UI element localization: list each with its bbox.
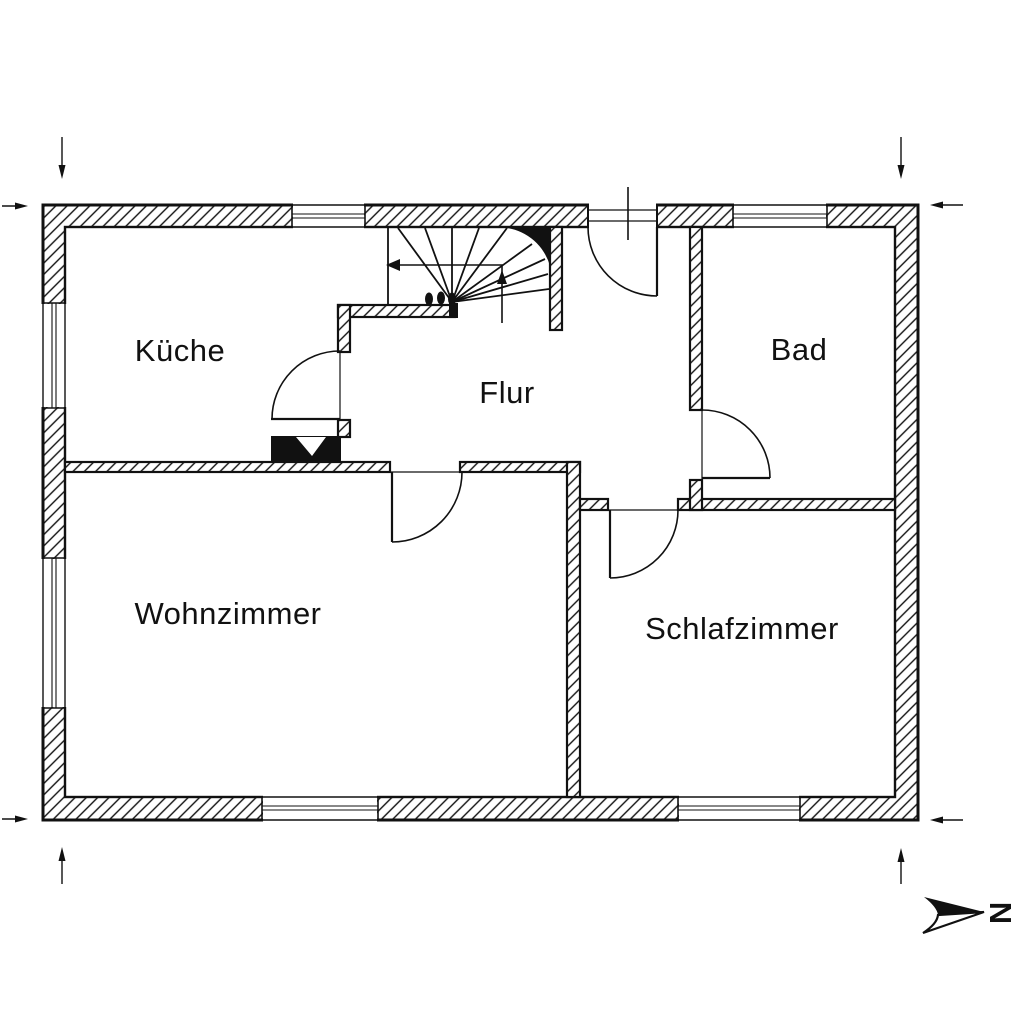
interior-walls (63, 225, 897, 799)
section-arrow-top-left-down (58, 137, 66, 179)
window-kueche-west (41, 302, 67, 409)
walk-line-up-arrowhead (497, 270, 507, 284)
section-arrow-right-bottom-left (930, 816, 963, 824)
door-schlafzimmer (608, 509, 679, 579)
section-arrows (2, 137, 963, 884)
north-arrow: N (922, 897, 1018, 935)
doors (271, 226, 771, 579)
window-kueche-north (291, 203, 366, 229)
window-bad-north (732, 203, 828, 229)
room-label-kueche: Küche (135, 333, 225, 368)
wall-kueche-flur-upper (336, 303, 352, 354)
north-arrow-upper-icon (924, 897, 984, 915)
exterior-walls (41, 203, 920, 822)
stair-nosing-marks (425, 291, 458, 318)
wall-flur-bad-lower (688, 478, 704, 512)
stair-parapet-wall (336, 303, 457, 319)
window-wohnzimmer-south (261, 795, 379, 822)
room-label-bad: Bad (771, 332, 828, 367)
door-bad (701, 409, 771, 480)
north-label: N (983, 902, 1018, 924)
room-label-wohnzimmer: Wohnzimmer (134, 596, 321, 631)
door-entrance (587, 226, 659, 297)
wall-flur-schlafzimmer-right (676, 497, 897, 512)
staircase (386, 227, 550, 323)
chimney (271, 436, 341, 462)
wall-wohnzimmer-schlafzimmer (565, 460, 582, 799)
door-kueche (271, 350, 341, 421)
walk-line-arrowhead (386, 259, 400, 271)
wall-kueche-wohnzimmer (63, 460, 392, 474)
section-arrow-top-right-down (897, 137, 905, 179)
section-arrow-left-bottom-right (2, 815, 28, 823)
stair-curved-wall (507, 228, 550, 266)
stair-treads (387, 227, 550, 304)
section-arrow-bottom-right-up (897, 848, 905, 884)
wall-kueche-flur-lower (336, 418, 352, 439)
entrance-opening (587, 187, 658, 240)
room-label-flur: Flur (479, 375, 534, 410)
section-arrow-bottom-left-up (58, 847, 66, 884)
wall-flur-schlafzimmer-left (578, 497, 610, 512)
section-arrow-left-top-right (2, 202, 28, 210)
windows (41, 203, 828, 822)
wall-flur-bad-upper (688, 225, 704, 412)
section-arrow-right-top-left (930, 201, 963, 209)
room-label-schlafzimmer: Schlafzimmer (645, 611, 839, 646)
stair-side-wall (548, 225, 564, 332)
stair-walk-line (386, 259, 507, 323)
door-wohnzimmer (390, 471, 463, 543)
window-wohnzimmer-west (41, 557, 67, 709)
north-arrow-lower-icon (922, 910, 985, 935)
room-labels: Küche Flur Bad Wohnzimmer Schlafzimmer (134, 332, 838, 646)
window-schlafzimmer-south (677, 795, 801, 822)
wall-flur-wohnzimmer (458, 460, 582, 474)
